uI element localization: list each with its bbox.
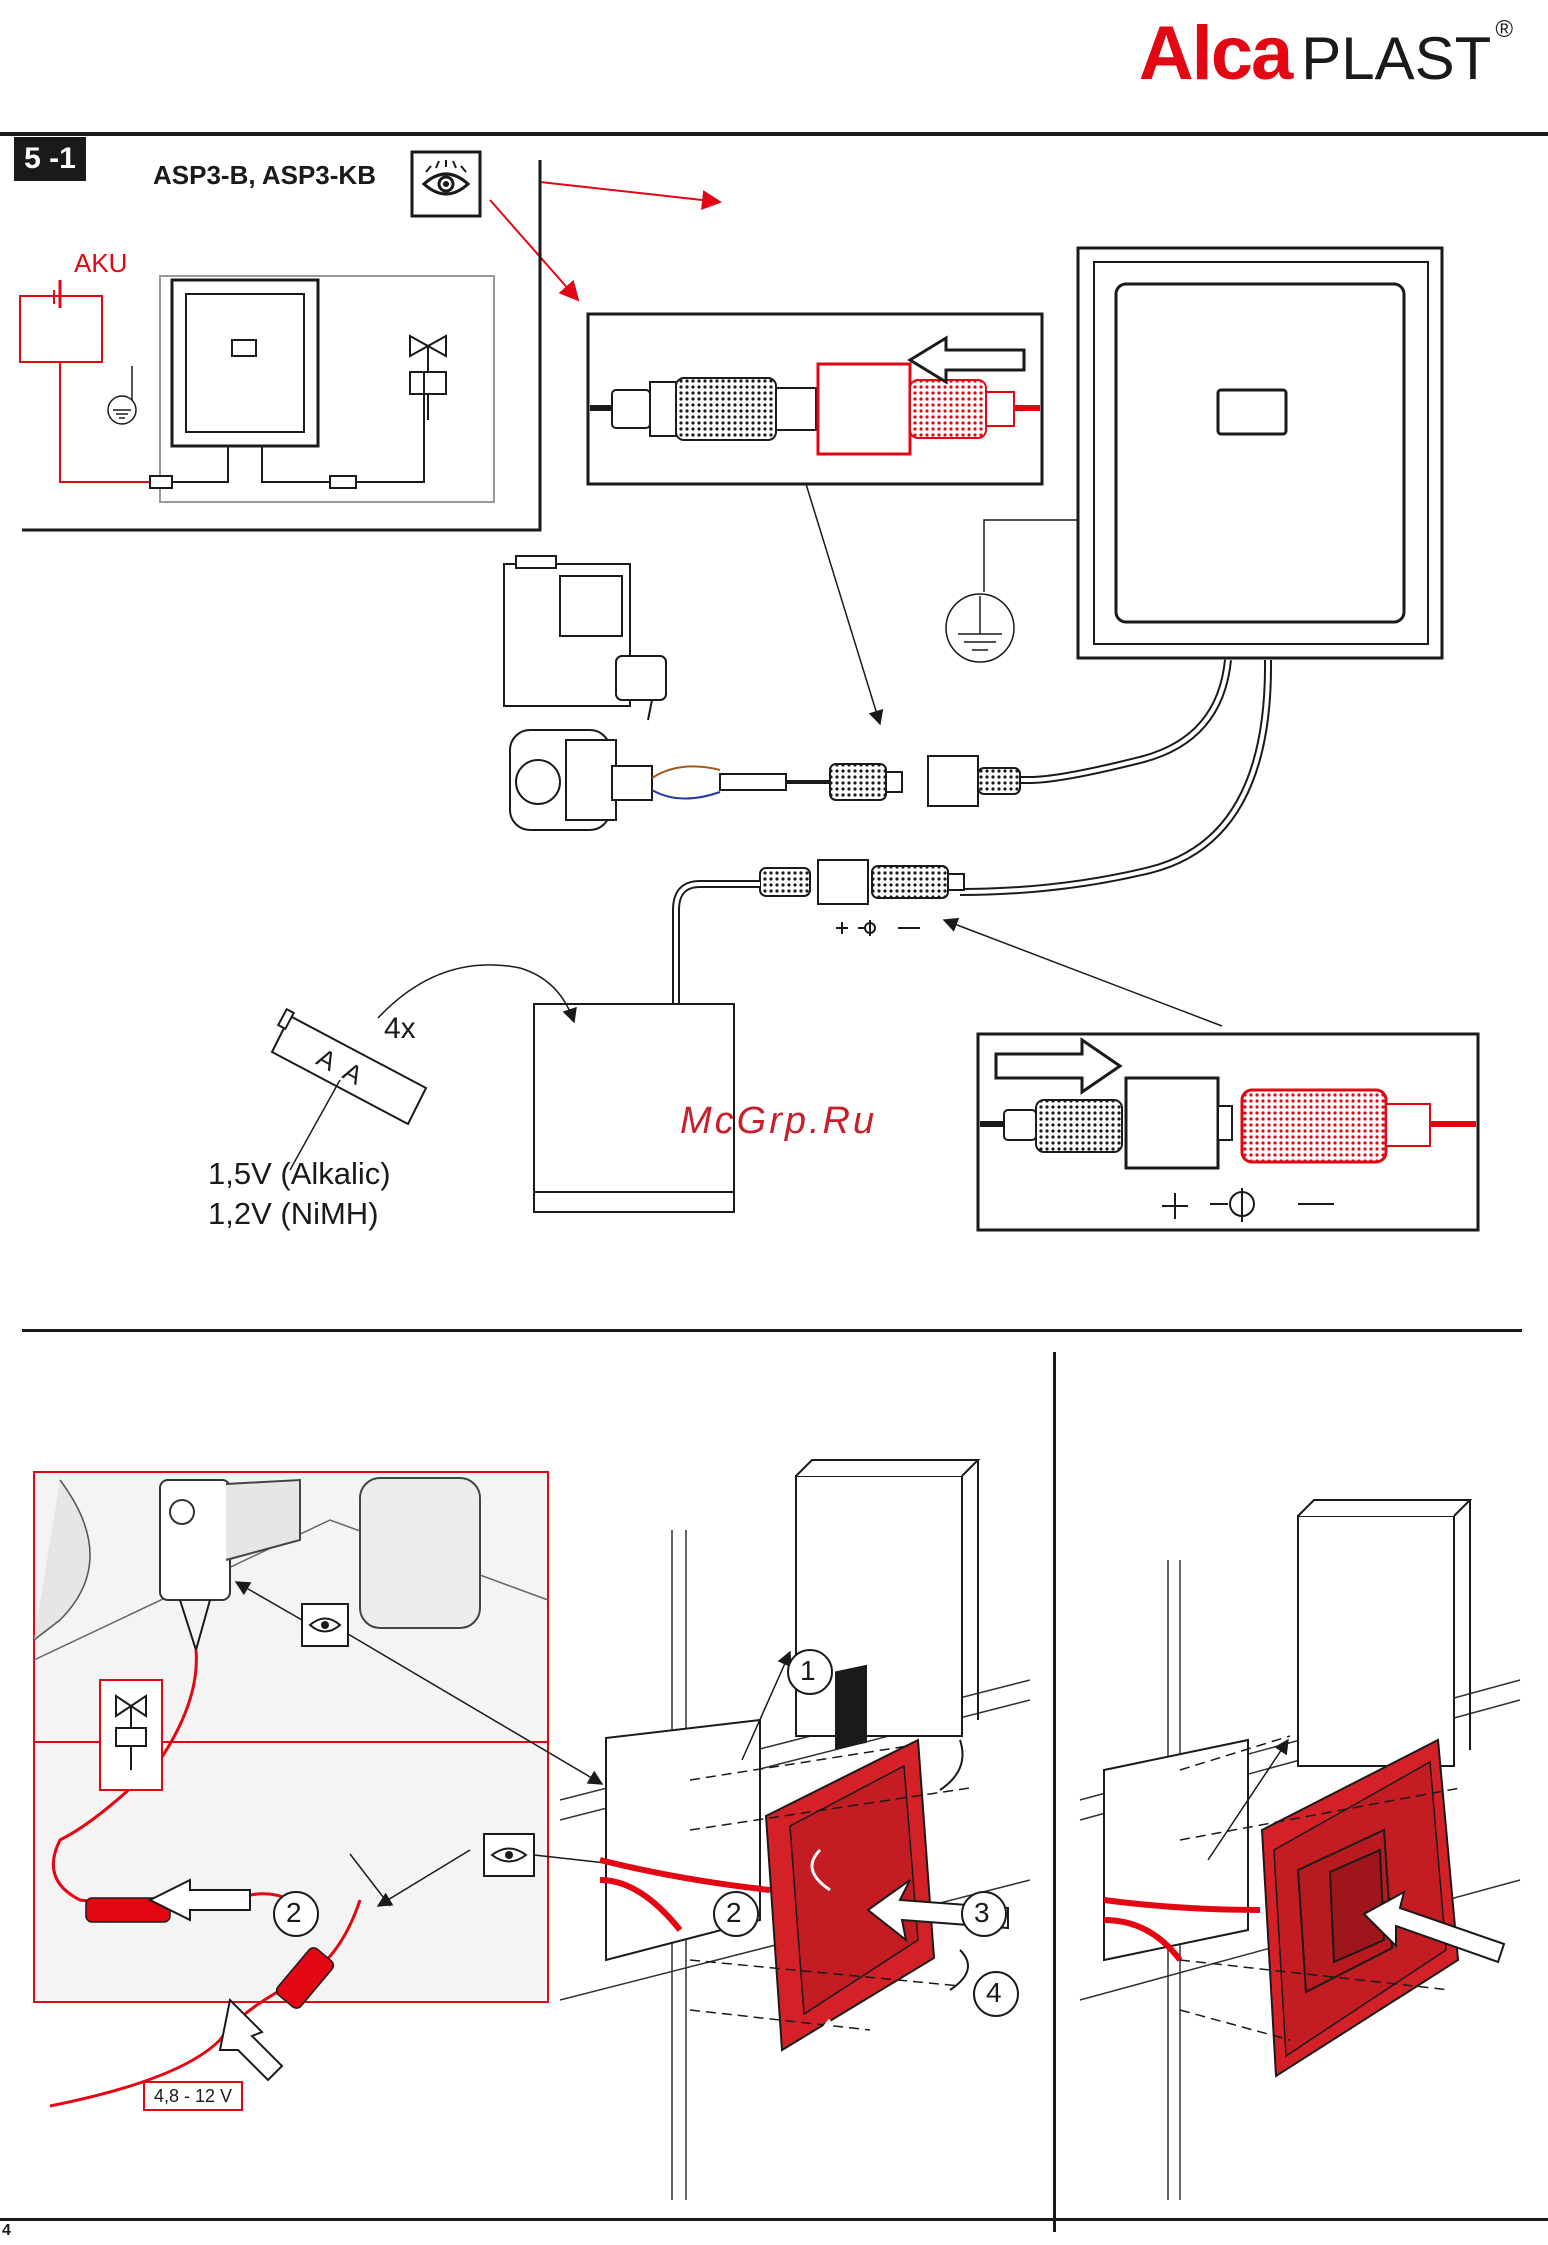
valve-wiring-panel [34,1472,548,2106]
battery-count: 4x [384,1012,416,1046]
ground-icon [108,366,136,424]
leader-line [944,920,1222,1026]
connector-detail-top [588,314,1042,484]
connector-detail-bottom [978,1034,1478,1230]
step-marker-2: 2 [726,1897,742,1929]
schematic-connector [150,372,430,488]
polarity-marks-small [836,920,920,936]
eye-inspect-icon [484,1834,534,1876]
spec-alkaline: 1,5V (Alkalic) [208,1156,391,1192]
install-final-drawing [1080,1500,1520,2200]
battery-cable-connector [676,860,964,1004]
step-marker-4: 4 [986,1977,1002,2009]
battery-box [378,965,734,1212]
pointer-arrow-red [540,182,720,202]
step-marker-1: 1 [800,1655,816,1687]
leader-line [806,484,880,724]
step-marker-3: 3 [974,1897,990,1929]
battery-label-aku: AKU [74,248,127,279]
schematic-sensor [172,280,330,482]
eye-inspect-icon [412,152,480,216]
valve-icon [410,336,446,420]
spec-nimh: 1,2V (NiMH) [208,1196,379,1232]
watermark: McGrp.Ru [680,1100,877,1143]
step-marker-2: 2 [286,1897,302,1929]
pointer-arrow-red [490,200,578,300]
solenoid-valve [504,556,1020,830]
page-number: 4 [2,2222,11,2240]
voltage-label: 4,8 - 12 V [154,2086,232,2107]
schematic-wiring-box [160,276,494,502]
ground-icon [946,520,1078,662]
eye-inspect-icon [302,1604,348,1646]
